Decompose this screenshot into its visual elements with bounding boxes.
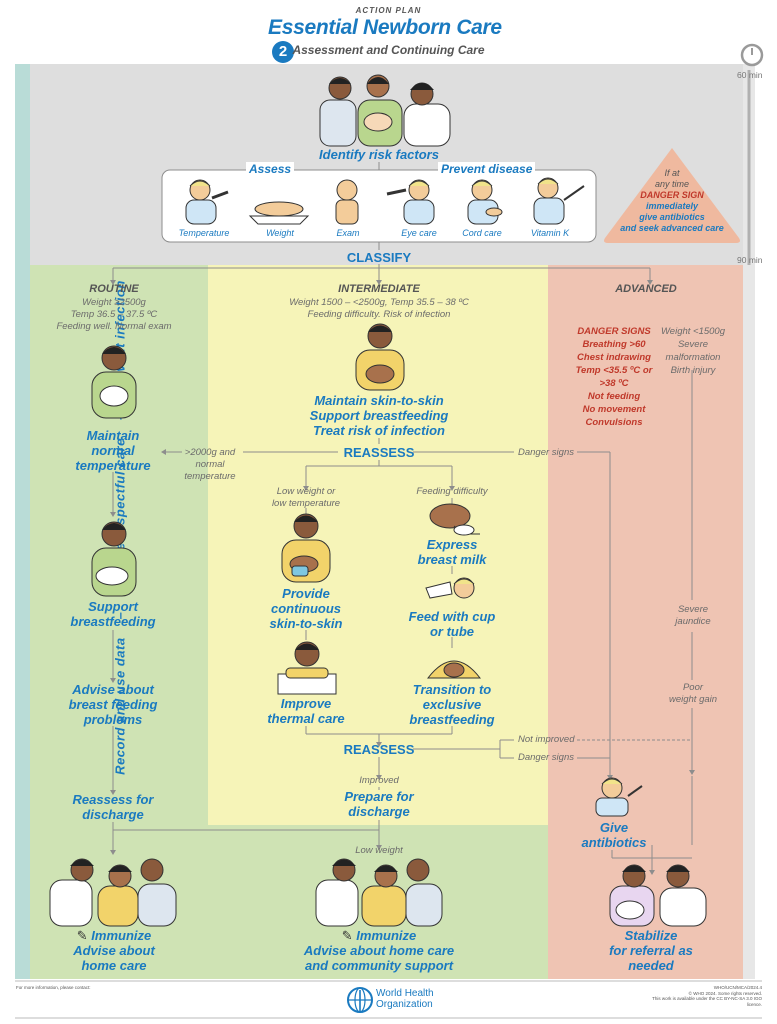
classify-label: CLASSIFY: [346, 250, 412, 265]
low-weight-branch: Low weight or low temperature: [271, 486, 341, 509]
family-illustration: [319, 74, 451, 147]
thermal-care-illustration: [277, 641, 337, 695]
footer-left-small: For more information, please contact:: [16, 985, 91, 990]
time-60: 60 min: [737, 70, 763, 80]
syringe-icon: ✎ Immunize: [341, 928, 417, 943]
advanced-heading: ADVANCED: [615, 283, 677, 295]
family-immunize-illustration-1: [49, 858, 177, 927]
routine-step-breastfeeding: Support breastfeeding: [70, 599, 156, 629]
transition-breastfeeding: Transition to exclusive breastfeeding: [409, 682, 495, 727]
improve-thermal-care: Improve thermal care: [267, 696, 345, 726]
who-name: World Health Organization: [376, 988, 434, 1010]
prevent-cord-care: Cord care: [462, 228, 502, 238]
vitamin-k-icon: [533, 177, 585, 225]
eye-care-icon: [386, 179, 435, 225]
temperature-icon: [185, 179, 229, 225]
routine-step-reassess: Reassess for discharge: [72, 792, 154, 822]
page-subtitle: Assessment and Continuing Care: [292, 43, 485, 57]
assess-icons: [185, 177, 585, 225]
skin-to-skin-illustration: [281, 513, 331, 583]
assess-label: Assess: [246, 162, 295, 176]
express-breast-milk: Express breast milk: [417, 537, 487, 567]
time-90: 90 min: [737, 255, 763, 265]
side-bar: [15, 64, 30, 979]
continuous-skin-to-skin: Provide continuous skin-to-skin: [269, 586, 343, 631]
to-routine-criteria: >2000g and normal temperature: [184, 447, 236, 482]
intermediate-actions: Maintain skin-to-skin Support breastfeed…: [309, 393, 449, 438]
assess-temperature: Temperature: [178, 228, 230, 238]
timeline-strip: [743, 64, 755, 979]
identify-risk-factors: Identify risk factors: [319, 147, 439, 162]
express-milk-illustration: [429, 503, 480, 536]
cord-care-icon: [467, 179, 503, 225]
reassess-2: REASSESS: [343, 742, 415, 757]
header-kicker: ACTION PLAN: [355, 6, 422, 15]
low-weight-bottom: Low weight: [355, 845, 403, 856]
mother-baby-illustration-2: [91, 521, 137, 597]
assess-weight: Weight: [266, 228, 294, 238]
bottom-left-action: ✎ Immunize Advise about home care: [44, 928, 184, 973]
prevent-eye-care: Eye care: [401, 228, 437, 238]
feed-with-cup: Feed with cup or tube: [408, 609, 496, 639]
prevent-disease-label: Prevent disease: [438, 162, 536, 176]
routine-heading: ROUTINE: [89, 283, 139, 295]
cup-feeding-illustration: [425, 577, 475, 599]
title-number-badge: 2: [272, 41, 294, 63]
prepare-for-discharge: Prepare for discharge: [344, 789, 414, 819]
routine-step-advise: Advise about breast feeding problems: [68, 682, 158, 727]
bottom-right-action: Stabilize for referral as needed: [609, 928, 693, 973]
poor-weight-gain: Poor weight gain: [668, 682, 718, 705]
weight-icon: [248, 201, 310, 225]
danger-triangle: [604, 148, 740, 243]
advanced-other-criteria: Weight <1500g Severe malformation Birth …: [661, 326, 725, 376]
reassess-1: REASSESS: [343, 445, 415, 460]
referral-illustration: [609, 864, 707, 927]
routine-criteria: Weight ≥2500g Temp 36.5 – 37.5 ºC Feedin…: [56, 297, 172, 332]
syringe-icon: ✎ Immunize: [76, 928, 152, 943]
severe-jaundice: Severe jaundice: [675, 604, 711, 627]
footer-right-small: WHO/UCN/MCA/2024.4 © WHO 2024. Some righ…: [652, 985, 762, 1007]
not-improved: Not improved: [518, 734, 575, 745]
mother-baby-skin-illustration: [355, 323, 405, 391]
family-immunize-illustration-2: [315, 858, 443, 927]
who-logo-icon: [347, 987, 373, 1013]
advanced-panel: [548, 265, 743, 979]
antibiotics-illustration: [595, 777, 643, 817]
give-antibiotics: Give antibiotics: [581, 820, 647, 850]
bottom-middle-action: ✎ Immunize Advise about home care and co…: [296, 928, 462, 973]
transition-breastfeeding-illustration: [426, 660, 482, 679]
exam-icon: [335, 179, 359, 225]
arrowheads: [110, 280, 695, 875]
danger-signs-list: DANGER SIGNS Breathing >60 Chest indrawi…: [575, 326, 653, 428]
page-title: Essential Newborn Care: [268, 16, 502, 39]
flow-lines: [112, 162, 693, 870]
clock-icon: [740, 43, 764, 67]
routine-step-temperature: Maintain normal temperature: [75, 428, 151, 473]
danger-box-text: If at any time DANGER SIGN immediately g…: [620, 168, 724, 233]
mother-baby-illustration-1: [91, 345, 137, 419]
improved-label: Improved: [359, 775, 399, 786]
intermediate-heading: INTERMEDIATE: [338, 283, 420, 295]
danger-signs-1: Danger signs: [518, 447, 574, 458]
header-title-row: Essential Newborn Care 2: [268, 16, 528, 63]
feeding-difficulty-branch: Feeding difficulty: [416, 486, 488, 497]
assess-exam: Exam: [336, 228, 360, 238]
intermediate-criteria: Weight 1500 – <2500g, Temp 35.5 – 38 ºC …: [289, 297, 469, 320]
prevent-vitamin-k: Vitamin K: [530, 228, 570, 238]
danger-signs-2: Danger signs: [518, 752, 574, 763]
